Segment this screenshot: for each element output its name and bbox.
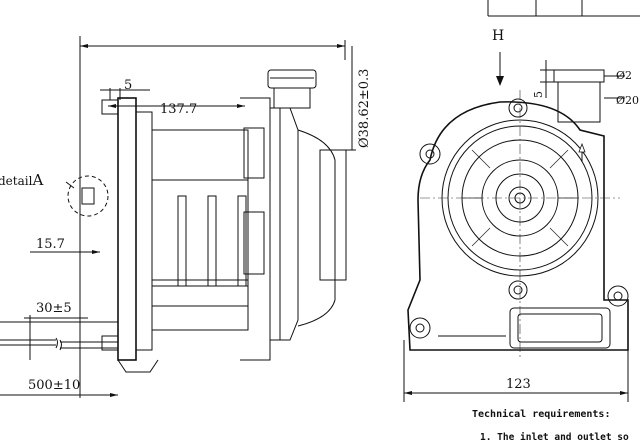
wire-strip-dim: 30±5 — [36, 301, 72, 316]
offset-dim: 15.7 — [36, 237, 65, 252]
side-view: 5 137.7 — [0, 36, 372, 398]
pipe-d1-dim: Ø2 — [616, 69, 632, 82]
front-view: H Ø2 Ø20 5 — [403, 0, 640, 443]
heat-sink-fins — [151, 129, 249, 331]
notes-title: Technical requirements: — [472, 408, 610, 420]
length-dim: 137.7 — [160, 102, 197, 117]
notes-item-1: 1. The inlet and outlet so — [480, 432, 629, 443]
detail-label: detailA — [0, 171, 43, 189]
detail-letter: A — [31, 171, 43, 189]
cable-length-dim: 500±10 — [28, 378, 80, 393]
width-dim: 123 — [506, 377, 531, 392]
pipe-small-dim: 5 — [532, 91, 545, 98]
detail-word: detail — [0, 174, 33, 188]
screw-bosses — [409, 98, 629, 339]
diameter-dim: Ø38.62±0.3 — [357, 69, 372, 148]
view-letter-h: H — [492, 28, 504, 44]
pipe-d2-dim: Ø20 — [616, 94, 639, 107]
flange-thickness-dim: 5 — [124, 78, 132, 93]
